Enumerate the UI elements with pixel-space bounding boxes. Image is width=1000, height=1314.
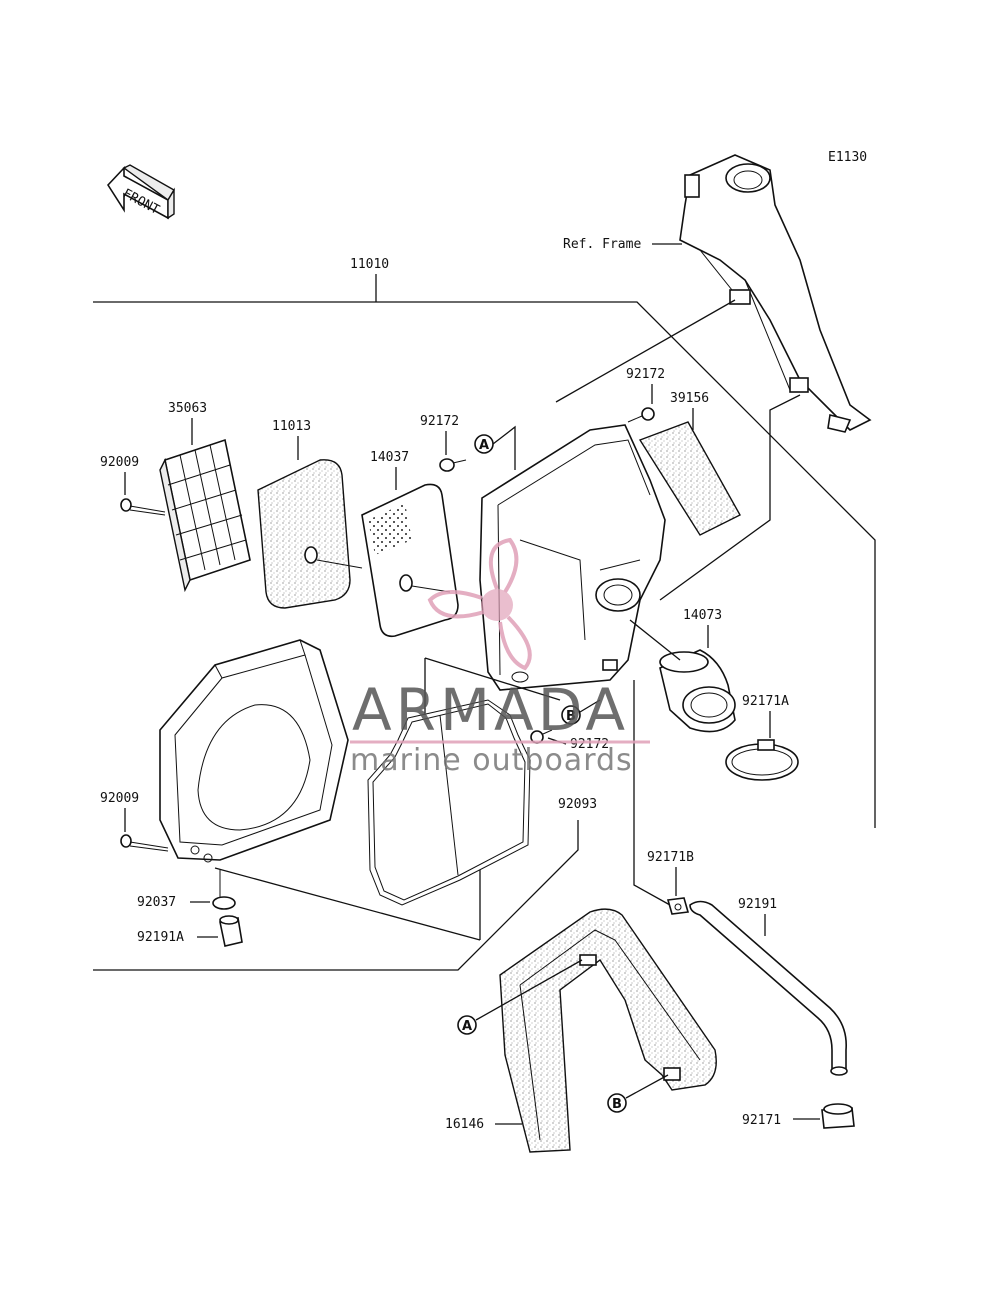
svg-text:B: B: [566, 709, 576, 724]
clamp-part-92171A: [725, 739, 799, 781]
label-11010: 11010: [350, 257, 389, 272]
svg-text:A: A: [479, 438, 489, 453]
label-92171B: 92171B: [647, 850, 694, 865]
label-16146: 16146: [445, 1117, 484, 1132]
bolt-part-92172-top: [439, 458, 467, 472]
label-35063: 35063: [168, 401, 207, 416]
label-11013: 11013: [272, 419, 311, 434]
label-92172-mid: 92172: [626, 367, 665, 382]
ref-frame-part: [679, 154, 872, 433]
label-92171: 92171: [742, 1113, 781, 1128]
strip-part-39156: [638, 421, 741, 536]
watermark-subtitle: marine outboards: [350, 743, 633, 778]
ref-frame-label: Ref. Frame: [563, 237, 641, 252]
label-14037: 14037: [370, 450, 409, 465]
clip-part-92171: [821, 1103, 855, 1129]
label-39156: 39156: [670, 391, 709, 406]
callout-b-top: B: [561, 699, 601, 725]
air-box-frame-part: [159, 639, 349, 863]
svg-text:A: A: [462, 1019, 472, 1034]
label-92009-low: 92009: [100, 791, 139, 806]
label-92093: 92093: [558, 797, 597, 812]
label-92009-top: 92009: [100, 455, 139, 470]
bolt-part-92172-mid: [627, 407, 655, 423]
diagram-code: E1130: [828, 150, 867, 165]
hose-part-92191: [689, 900, 848, 1076]
callout-a-top: A: [474, 425, 516, 470]
duct-part-14073: [659, 649, 736, 733]
label-92172-top: 92172: [420, 414, 459, 429]
watermark-title: ARMADA: [352, 676, 629, 744]
propeller-icon: [427, 537, 532, 671]
air-filter-element-part: [257, 459, 363, 609]
washer-part-92037: [212, 870, 236, 910]
screw-part-top: [120, 498, 166, 516]
watermark-logo: ARMADA marine outboards: [350, 537, 650, 778]
front-arrow-icon: FRONT: [106, 164, 175, 220]
grid-cover-part: [159, 438, 251, 593]
label-92171A: 92171A: [742, 694, 789, 709]
seal-part-16146: [499, 908, 717, 1153]
air-cleaner-housing-part: [479, 424, 666, 691]
cap-part-92191A: [219, 915, 243, 947]
callout-a-bottom: A: [457, 959, 583, 1035]
callout-b-bottom: B: [607, 1074, 669, 1113]
clip-part-92171B: [666, 897, 690, 915]
label-92037: 92037: [137, 895, 176, 910]
label-92191A: 92191A: [137, 930, 184, 945]
svg-text:B: B: [612, 1097, 622, 1112]
screw-part-low: [120, 834, 169, 852]
label-92191: 92191: [738, 897, 777, 912]
label-14073: 14073: [683, 608, 722, 623]
